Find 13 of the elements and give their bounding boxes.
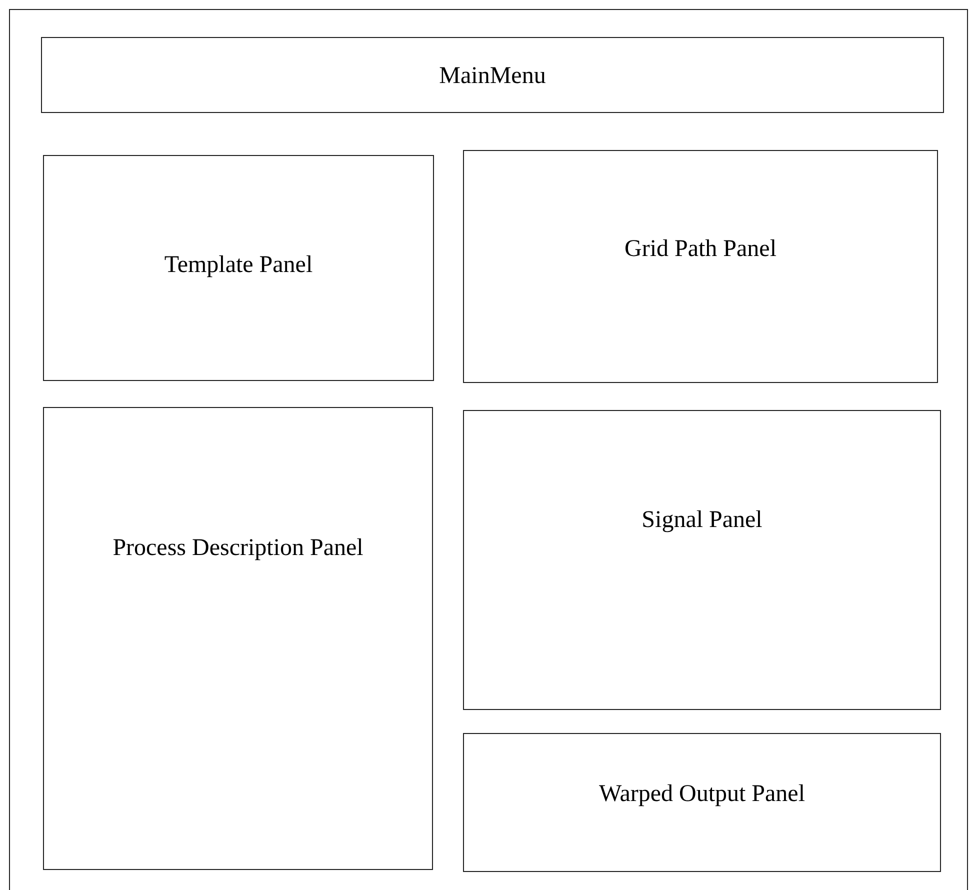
panel-title: MainMenu	[438, 62, 547, 90]
panel	[43, 407, 433, 870]
panel-title: Process Description Panel	[112, 534, 364, 562]
panel	[463, 410, 941, 710]
panel	[43, 155, 434, 381]
panel-title: Warped Output Panel	[598, 780, 806, 808]
panel	[463, 733, 941, 872]
panel-title: Grid Path Panel	[624, 235, 778, 263]
window-frame	[9, 9, 968, 890]
panel	[463, 150, 938, 383]
panel-title: Template Panel	[163, 251, 314, 279]
menu-bar	[41, 37, 944, 113]
panel-title: Signal Panel	[640, 506, 764, 534]
